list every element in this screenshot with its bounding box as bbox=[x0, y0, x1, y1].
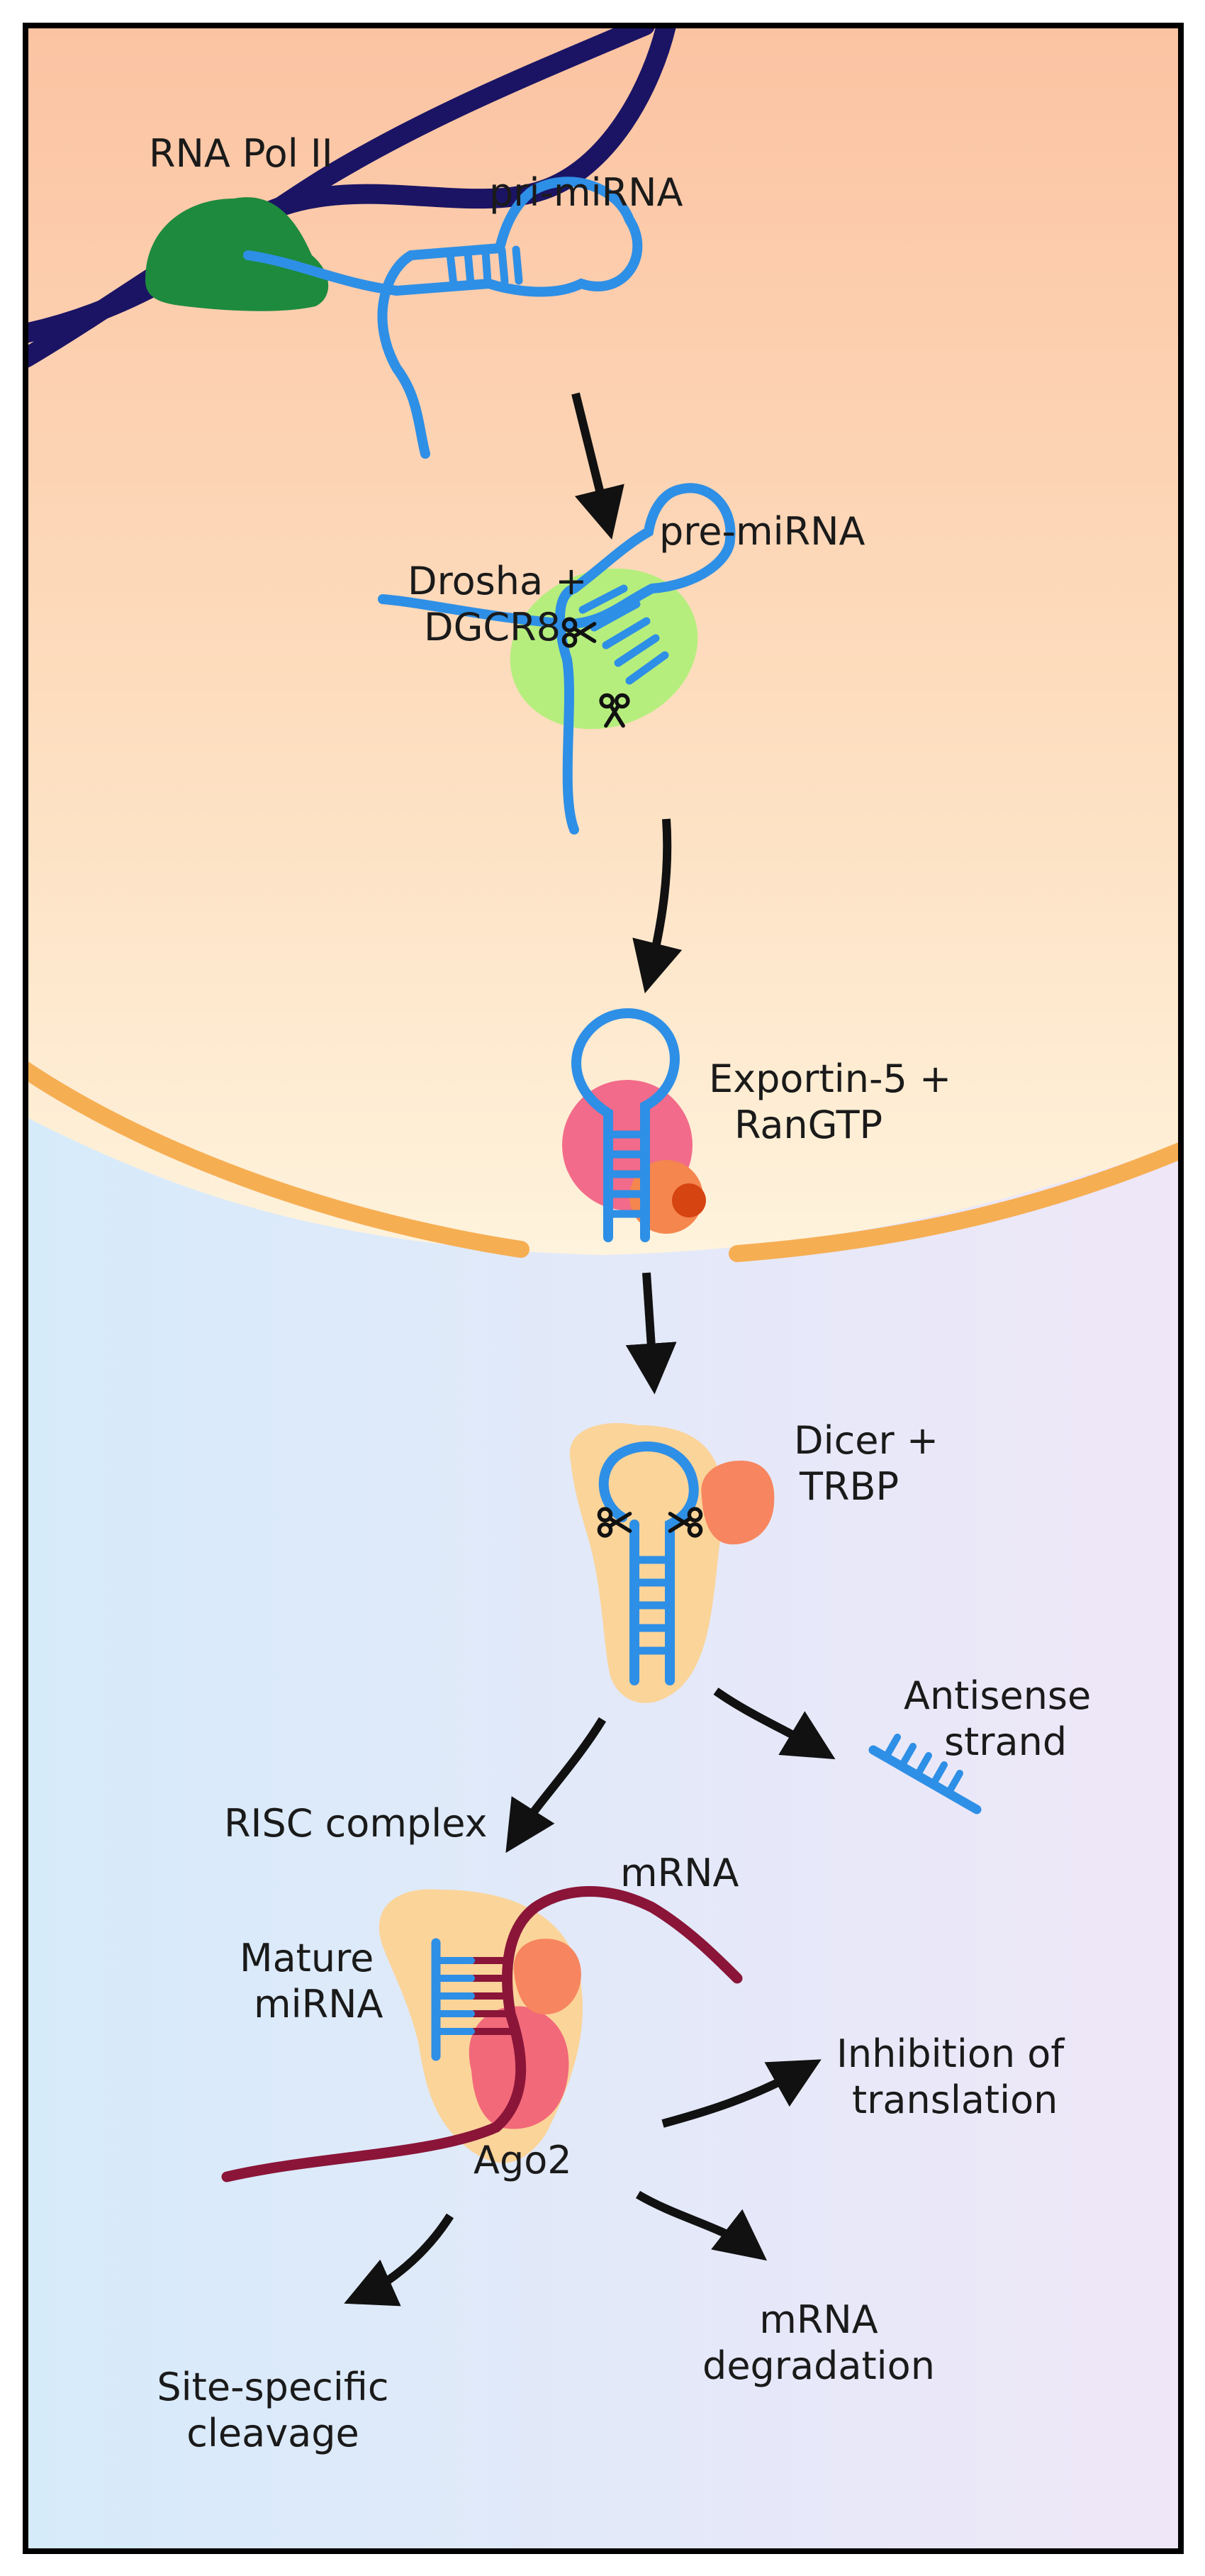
inhibition-label-line1: Inhibition of bbox=[836, 2031, 1065, 2076]
ago2-label: Ago2 bbox=[473, 2138, 572, 2182]
arrow-dicer-to-risc bbox=[505, 1717, 607, 1853]
rna-pol-ii-blob bbox=[145, 197, 329, 311]
rangtp-core bbox=[672, 1183, 706, 1217]
degradation-label-line2: degradation bbox=[702, 2343, 935, 2388]
pre-mirna-label: pre-miRNA bbox=[659, 509, 865, 554]
mrna-strand bbox=[221, 1886, 743, 2182]
figure-frame bbox=[23, 23, 1184, 2554]
mrna-mirna-pairing bbox=[470, 1957, 515, 2035]
dicer-label-line1: Dicer + bbox=[794, 1418, 938, 1463]
nuclear-membrane-left bbox=[26, 1059, 529, 1258]
degradation-label-line1: mRNA bbox=[759, 2297, 878, 2342]
dicer-hairpin bbox=[598, 1442, 699, 1685]
dicer-label-line2: TRBP bbox=[799, 1464, 899, 1509]
risc-trbp-blob bbox=[513, 1939, 581, 2014]
arrow-to-inhibition bbox=[661, 2059, 822, 2128]
exportin-hairpin bbox=[571, 1008, 680, 1242]
antisense-strand bbox=[868, 1734, 982, 1814]
exportin-label-line1: Exportin-5 + bbox=[709, 1056, 951, 1101]
rna-pol-ii-label: RNA Pol II bbox=[149, 131, 333, 176]
nuclear-membrane-right bbox=[729, 1141, 1181, 1262]
risc-label: RISC complex bbox=[224, 1801, 487, 1846]
mrna-label: mRNA bbox=[620, 1851, 739, 1895]
arrow-to-degradation bbox=[635, 2190, 768, 2261]
mature-mirna-label-line2: miRNA bbox=[254, 1982, 383, 2026]
arrow-pri-to-drosha bbox=[571, 392, 624, 540]
drosha-label-line2: DGCR8 bbox=[424, 605, 561, 649]
arrow-drosha-to-exportin bbox=[632, 818, 683, 993]
arrow-dicer-to-antisense bbox=[713, 1688, 836, 1760]
backgrounds bbox=[26, 26, 1181, 2551]
pri-mirna-hairpin bbox=[243, 177, 643, 459]
cleavage-label-line1: Site-specific bbox=[157, 2365, 388, 2409]
exportin-label-line2: RanGTP bbox=[734, 1103, 882, 1147]
pri-mirna-label: pri-miRNA bbox=[489, 170, 683, 215]
trbp-blob bbox=[701, 1461, 775, 1545]
pre-mirna-hairpin bbox=[378, 483, 736, 835]
arrow-exportin-to-dicer bbox=[625, 1272, 677, 1395]
arrow-to-cleavage bbox=[344, 2213, 454, 2307]
mature-mirna-label-line1: Mature bbox=[240, 1936, 374, 1980]
drosha-label-line1: Drosha + bbox=[408, 559, 588, 603]
mature-mirna bbox=[431, 1938, 475, 2061]
cleavage-label-line2: cleavage bbox=[186, 2411, 359, 2455]
antisense-label-line1: Antisense bbox=[904, 1673, 1091, 1718]
inhibition-label-line2: translation bbox=[852, 2078, 1058, 2122]
antisense-label-line2: strand bbox=[944, 1719, 1067, 1764]
